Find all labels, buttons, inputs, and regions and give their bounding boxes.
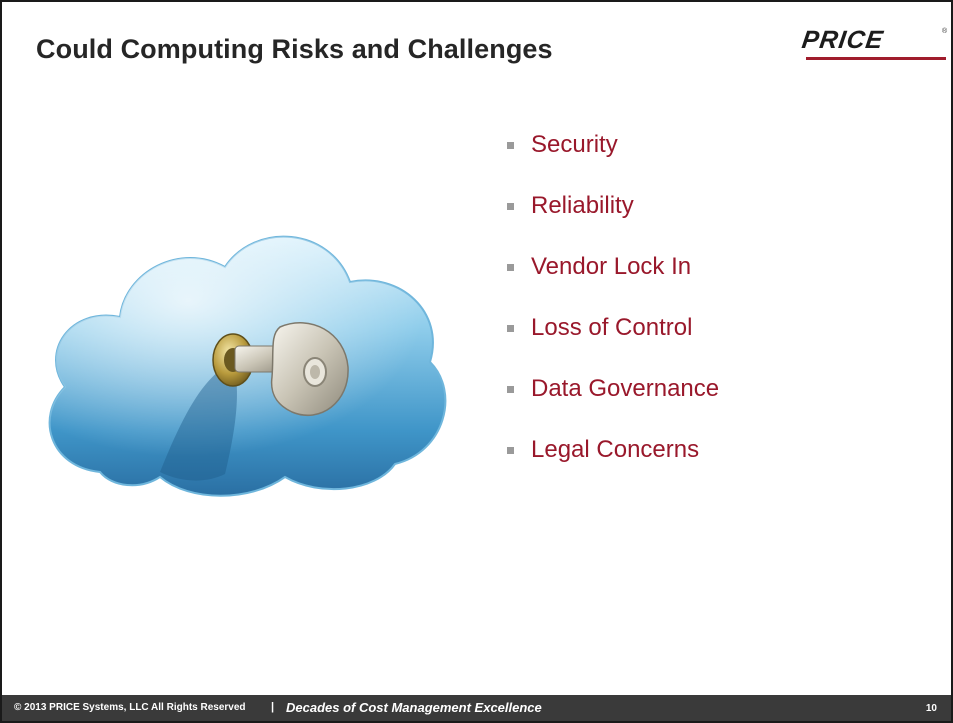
bullet-text: Loss of Control bbox=[531, 314, 693, 341]
slide-title: Could Computing Risks and Challenges bbox=[36, 34, 553, 64]
bullet-text: Data Governance bbox=[531, 375, 720, 402]
bullet-text: Security bbox=[531, 131, 618, 158]
bullet-text: Vendor Lock In bbox=[531, 253, 692, 280]
bullet-item: Legal Concerns bbox=[507, 435, 719, 465]
key-icon bbox=[212, 322, 349, 417]
bullet-marker-icon bbox=[507, 447, 514, 454]
bullet-item: Loss of Control bbox=[507, 313, 719, 343]
page-number: 10 bbox=[925, 703, 937, 714]
bullet-item: Security bbox=[507, 130, 719, 160]
price-logo: PRICE ® bbox=[800, 26, 951, 66]
bullet-item: Vendor Lock In bbox=[507, 252, 719, 282]
bullet-text: Reliability bbox=[531, 192, 634, 219]
footer-copyright: © 2013 PRICE Systems, LLC All Rights Res… bbox=[14, 702, 246, 713]
bullet-item: Reliability bbox=[507, 191, 719, 221]
bullet-marker-icon bbox=[507, 386, 514, 393]
bullet-marker-icon bbox=[507, 264, 514, 271]
cloud-key-image bbox=[48, 235, 447, 497]
footer-bar: © 2013 PRICE Systems, LLC All Rights Res… bbox=[2, 695, 951, 721]
footer-tagline: Decades of Cost Management Excellence bbox=[286, 700, 542, 715]
bullet-text: Legal Concerns bbox=[531, 436, 700, 463]
bullet-marker-icon bbox=[507, 203, 514, 210]
bullet-list: Security Reliability Vendor Lock In Loss… bbox=[507, 130, 719, 496]
key-shadow bbox=[160, 367, 237, 481]
logo-registered-mark: ® bbox=[942, 28, 948, 35]
bullet-item: Data Governance bbox=[507, 374, 719, 404]
footer-separator: | bbox=[271, 701, 275, 713]
logo-underline bbox=[806, 57, 946, 60]
bullet-marker-icon bbox=[507, 142, 514, 149]
bullet-marker-icon bbox=[507, 325, 514, 332]
logo-text: PRICE bbox=[800, 26, 886, 54]
